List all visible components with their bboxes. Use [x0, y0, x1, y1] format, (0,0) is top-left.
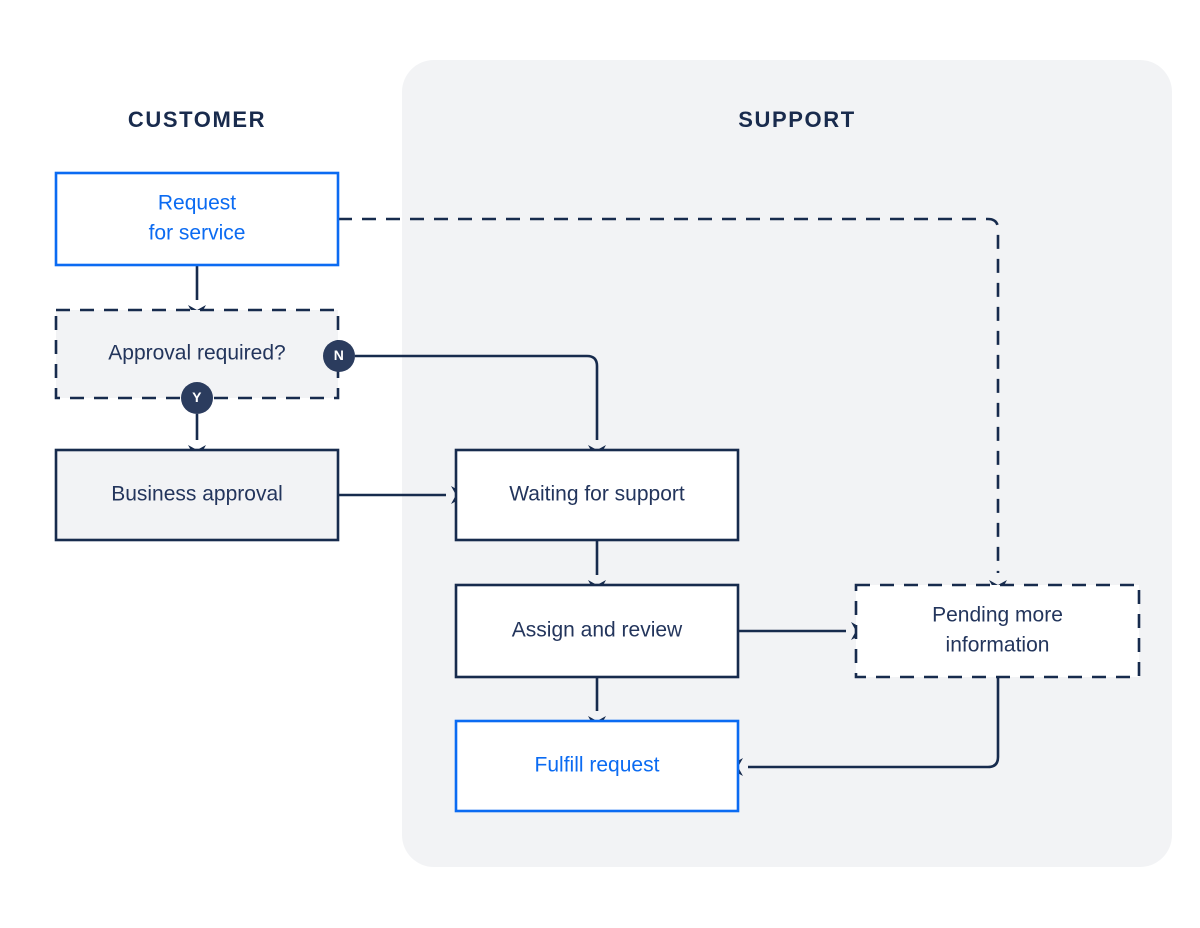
node-waiting-for-support[interactable]: Waiting for support [454, 448, 740, 542]
node-pending-more-information[interactable]: Pending more information [854, 583, 1141, 679]
node-label-request-for-service: Request [158, 192, 236, 215]
node-request-for-service[interactable]: Request for service [54, 171, 340, 267]
lane-titles: CUSTOMER SUPPORT [128, 107, 856, 132]
node-box-pending-more-information [854, 583, 1141, 679]
node-label-pending-more-information: information [946, 634, 1050, 657]
node-box-fulfill-request [454, 719, 740, 813]
node-box-assign-and-review [454, 583, 740, 679]
node-fulfill-request[interactable]: Fulfill request [454, 719, 740, 813]
node-box-waiting-for-support [454, 448, 740, 542]
lane-title-customer: CUSTOMER [128, 107, 266, 132]
badge-circle-icon [181, 382, 213, 414]
lane-title-support: SUPPORT [738, 107, 856, 132]
node-label-waiting-for-support: Waiting for support [509, 483, 685, 506]
node-box-request-for-service [54, 171, 340, 267]
badge-label: N [334, 347, 344, 363]
node-box-business-approval [54, 448, 340, 542]
node-business-approval[interactable]: Business approval [54, 448, 340, 542]
edge-path-request-to-pending-dashed [338, 217, 1000, 573]
node-label-approval-required: Approval required? [108, 342, 285, 365]
node-label-pending-more-information: Pending more [932, 604, 1063, 627]
badge-label: Y [192, 389, 202, 405]
node-label-fulfill-request: Fulfill request [535, 754, 660, 777]
node-label-business-approval: Business approval [111, 483, 283, 506]
node-assign-and-review[interactable]: Assign and review [454, 583, 740, 679]
badge-circle-icon [323, 340, 355, 372]
decision-badges-layer: YN [181, 340, 355, 414]
edge-path-pending-to-fulfill-request [748, 677, 1000, 769]
node-label-assign-and-review: Assign and review [512, 619, 683, 642]
node-label-request-for-service: for service [149, 222, 246, 245]
badge-yes: Y [181, 382, 213, 414]
edge-path-approval-no-to-waiting-for-support [355, 354, 599, 440]
badge-no: N [323, 340, 355, 372]
